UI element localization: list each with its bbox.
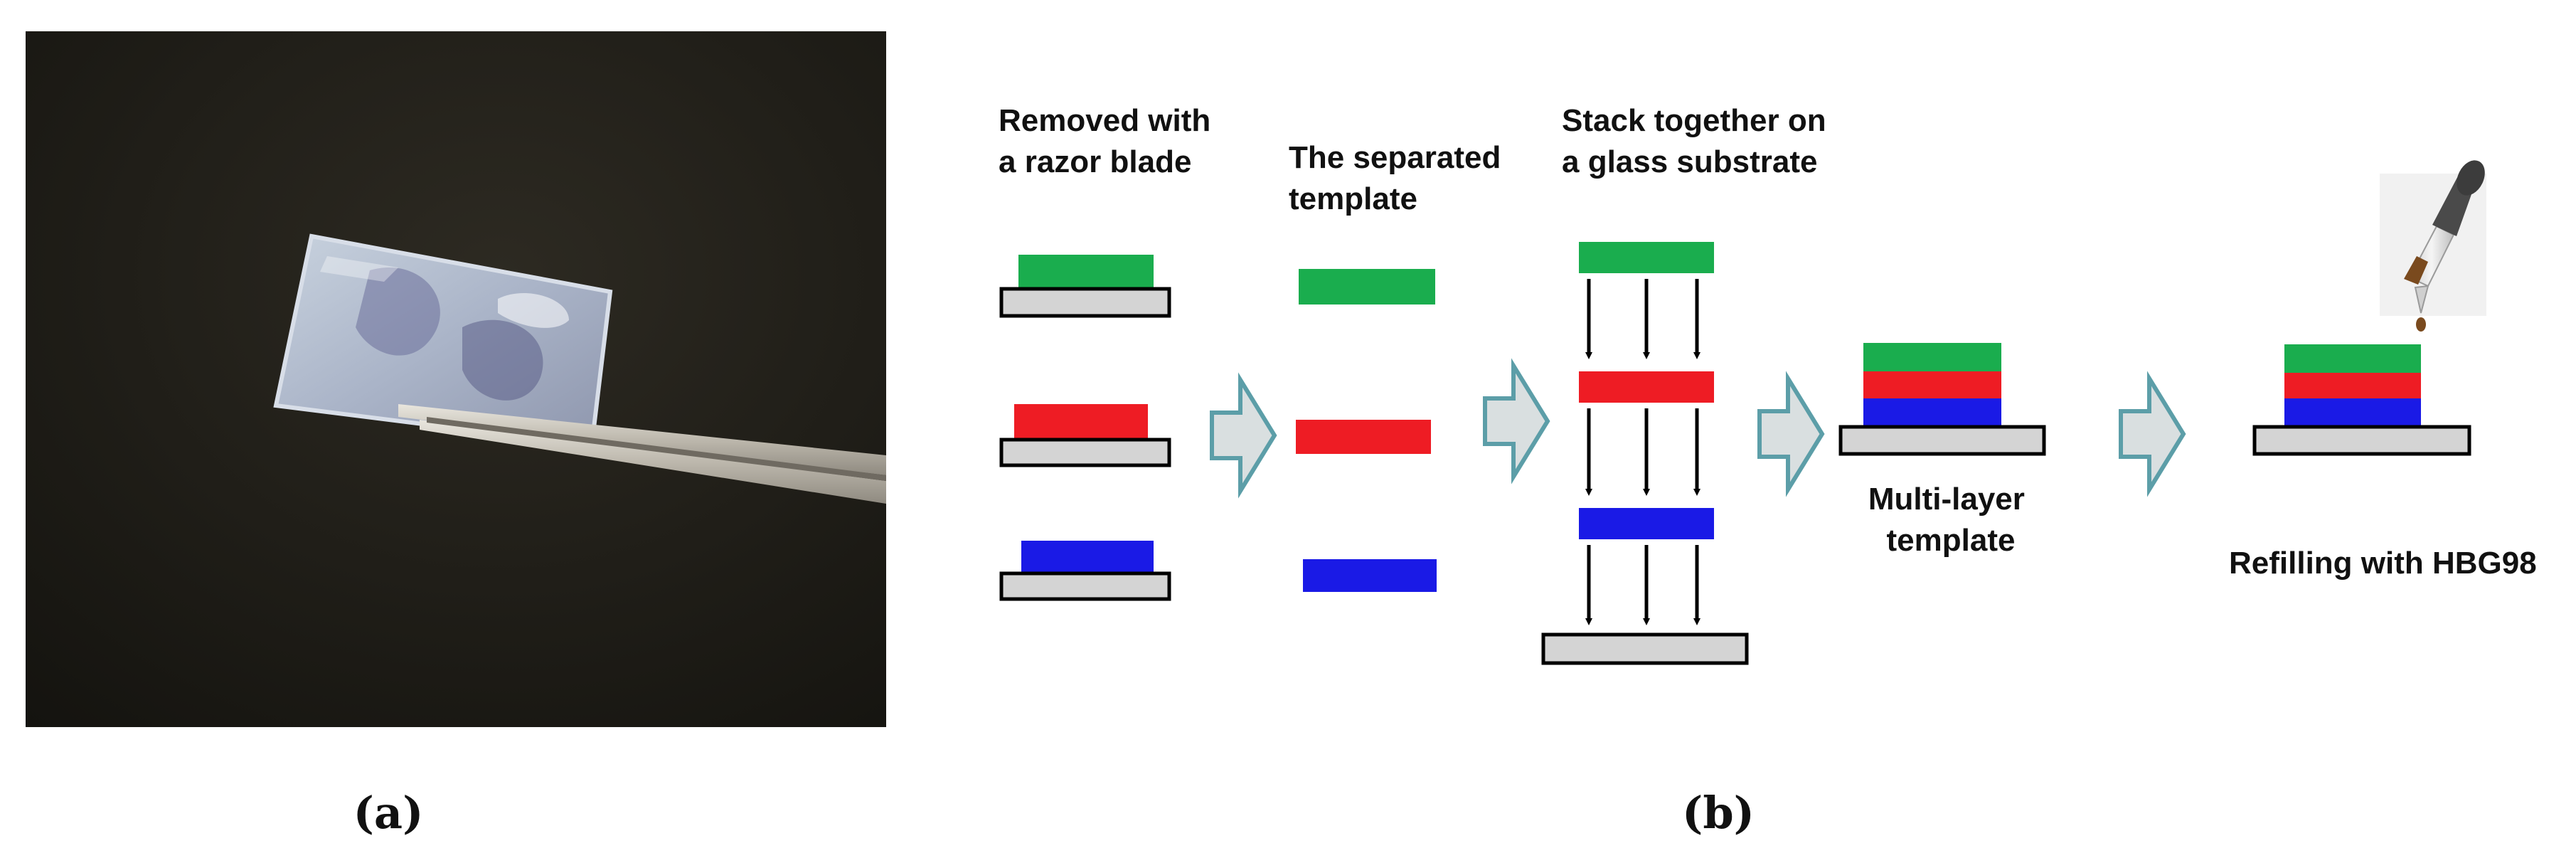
red-layer <box>1579 371 1714 403</box>
step1-label: Removed with a razor blade <box>999 103 1220 179</box>
panel-b-diagram: Removed with a razor blade The separated… <box>999 103 2537 665</box>
red-layer <box>1014 404 1148 440</box>
glass-substrate <box>999 571 1171 601</box>
step2-label: The separated template <box>1289 140 1510 216</box>
step1-templates-on-substrates <box>999 255 1171 601</box>
step4-label: Multi-layer template <box>1868 482 2033 558</box>
blue-layer <box>1579 508 1714 539</box>
glass-substrate <box>2252 425 2471 456</box>
blue-layer <box>1021 541 1154 573</box>
step5-label: Refilling with HBG98 <box>2229 546 2537 581</box>
glass-substrate <box>999 438 1171 467</box>
red-layer <box>1863 371 2001 398</box>
glass-substrate <box>1541 632 1749 665</box>
process-arrow <box>1757 371 1825 497</box>
process-arrow <box>1483 358 1550 484</box>
green-layer <box>2284 344 2421 373</box>
liquid-drop <box>2416 317 2426 332</box>
green-layer <box>1299 269 1435 304</box>
green-layer <box>1018 255 1154 289</box>
caption-b: (b) <box>1682 787 1755 839</box>
step4-multilayer-template <box>1838 343 2046 456</box>
glass-substrate <box>1838 425 2046 456</box>
blue-layer <box>1303 559 1437 592</box>
step2-separated-templates <box>1296 269 1437 592</box>
step3-stacking <box>1541 242 1749 665</box>
process-arrow <box>1210 372 1277 499</box>
panel-a-photo <box>26 31 886 727</box>
step5-refilling <box>2252 160 2486 456</box>
red-layer <box>1296 420 1431 454</box>
dropper-icon <box>2404 160 2485 332</box>
caption-a: (a) <box>353 787 424 839</box>
process-arrow <box>2119 371 2186 497</box>
blue-layer <box>1863 398 2001 427</box>
red-layer <box>2284 373 2421 398</box>
step3-label: Stack together on a glass substrate <box>1562 103 1835 179</box>
green-layer <box>1863 343 2001 371</box>
tweezers <box>398 404 886 504</box>
glass-substrate <box>999 287 1171 318</box>
blue-layer <box>2284 398 2421 427</box>
green-layer <box>1579 242 1714 273</box>
